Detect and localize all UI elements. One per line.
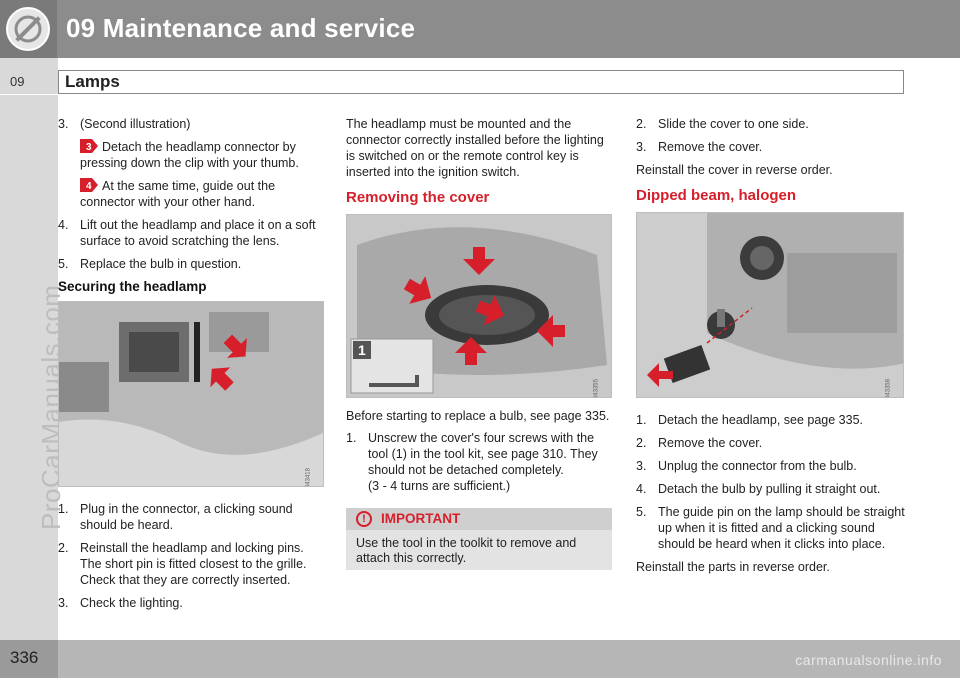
warning-icon: ! <box>356 511 372 527</box>
step-4-arrow-icon: 4 <box>80 178 98 192</box>
item-number: 3. <box>636 140 647 154</box>
item-number: 2. <box>636 436 647 450</box>
footer-watermark: carmanualsonline.info <box>795 652 942 668</box>
section-title: Lamps <box>65 72 120 91</box>
chapter-number: 09 <box>10 74 25 89</box>
footer-bar: 336 carmanualsonline.info <box>0 640 960 678</box>
photo-code: G043358 <box>886 379 892 398</box>
chapter-emblem <box>0 0 57 58</box>
item-number: 4. <box>636 482 647 496</box>
list-item: 1. Unscrew the cover's four screws with … <box>346 430 614 494</box>
left-column: 3. (Second illustration) 3 Detach the he… <box>58 116 326 618</box>
step-3-arrow-icon: 3 <box>80 139 98 153</box>
section-bar: Lamps <box>58 70 904 94</box>
dipped-beam-heading: Dipped beam, halogen <box>636 187 797 204</box>
right-column: 2. Slide the cover to one side. 3. Remov… <box>636 116 906 581</box>
badge-number: 4 <box>86 181 92 192</box>
item-number: 3. <box>636 459 647 473</box>
sub-step-text: Detach the headlamp connector by pressin… <box>80 140 299 170</box>
item-number: 3. <box>58 117 69 131</box>
chapter-side-tab: 09 <box>0 58 58 646</box>
important-box: ! IMPORTANT Use the tool in the toolkit … <box>346 508 612 570</box>
photo-code: G043418 <box>306 468 312 487</box>
item-number: 2. <box>58 541 69 555</box>
item-text: Unplug the connector from the bulb. <box>658 459 857 473</box>
item-number: 1. <box>346 431 357 445</box>
list-item: 2. Reinstall the headlamp and locking pi… <box>58 540 326 588</box>
item-number: 2. <box>636 117 647 131</box>
dipped-beam-steps: 1. Detach the headlamp, see page 335. 2.… <box>636 412 906 552</box>
item-text: Remove the cover. <box>658 140 763 154</box>
item-text: Detach the headlamp, see page 335. <box>658 413 864 427</box>
item-text: Lift out the headlamp and place it on a … <box>80 218 316 248</box>
list-item: 4. Lift out the headlamp and place it on… <box>58 217 326 249</box>
side-watermark: ProCarManuals.com <box>6 170 66 530</box>
item-number: 4. <box>58 218 69 232</box>
list-item: 2. Remove the cover. <box>636 435 906 451</box>
securing-headlamp-photo: G043418 <box>58 301 324 487</box>
list-item: 2. Slide the cover to one side. <box>636 116 906 132</box>
dipped-beam-photo: G043358 <box>636 212 904 398</box>
reinstall-cover-note: Reinstall the cover in reverse order. <box>636 163 833 177</box>
list-item: 5. The guide pin on the lamp should be s… <box>636 504 906 552</box>
list-item: 4. Detach the bulb by pulling it straigh… <box>636 481 906 497</box>
tab-divider <box>0 94 58 95</box>
removing-cover-photo: 1 G043355 <box>346 214 612 398</box>
securing-steps: 1. Plug in the connector, a clicking sou… <box>58 501 326 611</box>
item-text: The guide pin on the lamp should be stra… <box>658 505 905 551</box>
header-bar: 09 Maintenance and service <box>0 0 960 58</box>
before-starting-note: Before starting to replace a bulb, see p… <box>346 409 610 423</box>
item-note: (3 - 4 turns are sufficient.) <box>368 479 511 493</box>
reinstall-parts-note: Reinstall the parts in reverse order. <box>636 560 830 574</box>
item-text: (Second illustration) <box>80 117 191 131</box>
important-header <box>346 508 612 530</box>
item-text: Detach the bulb by pulling it straight o… <box>658 482 881 496</box>
item-text: Slide the cover to one side. <box>658 117 809 131</box>
sub-step: 3 Detach the headlamp connector by press… <box>58 139 326 171</box>
important-text: Use the tool in the toolkit to remove an… <box>356 536 577 565</box>
list-item: 3. Remove the cover. <box>636 139 906 155</box>
item-number: 1. <box>58 502 69 516</box>
item-number: 1. <box>636 413 647 427</box>
securing-headlamp-heading: Securing the headlamp <box>58 279 207 294</box>
tool-label: 1 <box>358 342 366 358</box>
wrench-icon <box>6 7 50 51</box>
item-text: Reinstall the headlamp and locking pins.… <box>80 541 307 587</box>
photo-code: G043355 <box>594 379 600 398</box>
chapter-title: 09 Maintenance and service <box>66 13 416 43</box>
list-item: 1. Detach the headlamp, see page 335. <box>636 412 906 428</box>
sub-step-text: At the same time, guide out the connecto… <box>80 179 276 209</box>
item-text: Replace the bulb in question. <box>80 257 242 271</box>
list-item: 3. Unplug the connector from the bulb. <box>636 458 906 474</box>
item-text: Remove the cover. <box>658 436 763 450</box>
removing-cover-heading: Removing the cover <box>346 189 490 206</box>
mounting-note: The headlamp must be mounted and the con… <box>346 117 604 179</box>
item-text: Unscrew the cover's four screws with the… <box>368 431 598 477</box>
list-item: 3. (Second illustration) <box>58 116 326 132</box>
important-title: IMPORTANT <box>381 511 461 526</box>
list-item: 3. Check the lighting. <box>58 595 326 611</box>
middle-column: The headlamp must be mounted and the con… <box>346 116 614 570</box>
list-item: 1. Plug in the connector, a clicking sou… <box>58 501 326 533</box>
sub-step: 4 At the same time, guide out the connec… <box>58 178 326 210</box>
item-text: Check the lighting. <box>80 596 183 610</box>
badge-number: 3 <box>86 142 92 153</box>
page-number: 336 <box>10 648 39 667</box>
list-item: 5. Replace the bulb in question. <box>58 256 326 272</box>
item-number: 3. <box>58 596 69 610</box>
page-number-box <box>0 640 58 678</box>
item-number: 5. <box>636 505 647 519</box>
item-number: 5. <box>58 257 69 271</box>
item-text: Plug in the connector, a clicking sound … <box>80 502 293 532</box>
